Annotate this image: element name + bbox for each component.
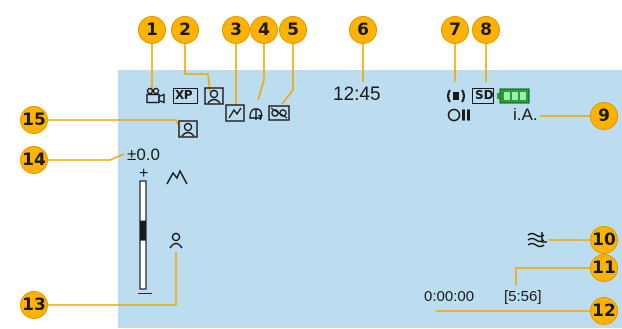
- leader-line-4: [257, 38, 265, 101]
- video-quality-indicator: [173, 88, 198, 104]
- callout-badge-11: 11: [590, 254, 618, 282]
- leader-line-15: [48, 119, 181, 129]
- tele-macro-icon: T: [249, 108, 263, 122]
- intelligent-auto-mode: i.A.: [513, 105, 538, 124]
- video-quality-label: XP: [175, 88, 193, 102]
- callout-badge-3: 3: [222, 16, 250, 44]
- backlight-compensation-icon: [225, 104, 245, 122]
- face-priority-icon: [204, 87, 224, 105]
- focus-plus-label: +: [139, 165, 149, 182]
- person-icon: [169, 232, 183, 249]
- sd-card-label: SD: [475, 88, 494, 102]
- callout-badge-14: 14: [20, 146, 48, 174]
- wind-cut-icon: [527, 232, 547, 248]
- focus-minus-label: —: [138, 284, 152, 300]
- callout-badge-6: 6: [349, 16, 377, 44]
- clock-time: 12:45: [333, 84, 381, 105]
- manual-focus-scale: [139, 180, 147, 290]
- callout-badge-10: 10: [590, 226, 618, 254]
- sd-card-indicator: [472, 88, 494, 104]
- leader-line-5: [281, 38, 294, 105]
- mountain-icon: [166, 169, 188, 185]
- camera-lcd-screen: [118, 70, 622, 328]
- callout-badge-4: 4: [250, 16, 278, 44]
- battery-full-icon: [497, 88, 530, 104]
- callout-badge-2: 2: [171, 16, 199, 44]
- callout-badge-13: 13: [20, 291, 48, 319]
- callout-badge-8: 8: [472, 16, 500, 44]
- leader-line-2: [184, 38, 211, 93]
- callout-badge-12: 12: [590, 297, 618, 325]
- callout-badge-9: 9: [590, 102, 618, 130]
- record-pause-icon: [447, 108, 470, 122]
- remaining-recording-time: [5:56]: [504, 288, 542, 305]
- leader-line-14: [48, 153, 125, 161]
- touch-priority-ae-af-icon: [178, 120, 198, 138]
- leader-line-13: [48, 252, 177, 306]
- callout-badge-15: 15: [20, 106, 48, 134]
- svg-text:T: T: [258, 114, 263, 122]
- image-stabilizer-icon: [447, 89, 465, 103]
- focus-level-indicator: [140, 220, 146, 241]
- night-alt-icon: [268, 105, 290, 121]
- callout-badge-5: 5: [279, 16, 307, 44]
- callout-badge-7: 7: [441, 16, 469, 44]
- recording-time: 0:00:00: [424, 288, 475, 305]
- callout-badge-1: 1: [138, 16, 166, 44]
- leader-line-11: [515, 267, 594, 285]
- exposure-value: ±0.0: [127, 145, 160, 164]
- video-camera-icon: [146, 87, 165, 104]
